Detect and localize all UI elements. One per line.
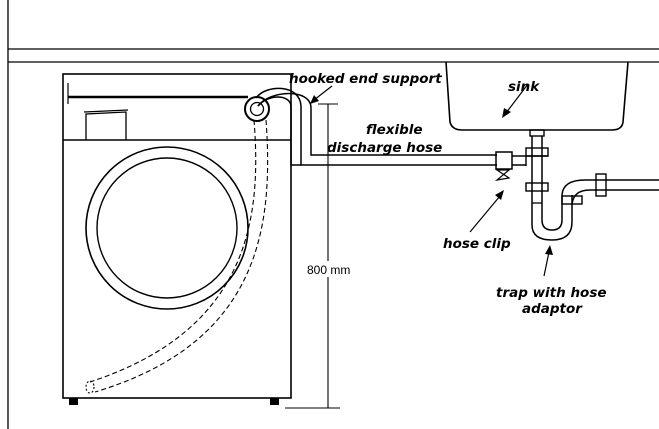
sink-drain-trap bbox=[525, 129, 659, 241]
leader-arrows bbox=[310, 83, 553, 277]
label-sink: sink bbox=[508, 79, 540, 95]
height-dimension: 800 mm bbox=[285, 103, 359, 409]
hose-clip-part bbox=[494, 151, 526, 181]
machine-foot-right bbox=[270, 398, 279, 405]
label-trap-line2: adaptor bbox=[522, 301, 583, 317]
washing-machine bbox=[62, 73, 292, 405]
label-flexible: flexible bbox=[366, 122, 423, 138]
sink bbox=[445, 61, 629, 131]
machine-foot-left bbox=[69, 398, 78, 405]
label-hose-clip: hose clip bbox=[443, 236, 511, 252]
porthole-door bbox=[85, 146, 249, 310]
label-trap-line1: trap with hose bbox=[496, 285, 607, 301]
height-dimension-label: 800 mm bbox=[307, 263, 350, 277]
wall-lines bbox=[7, 0, 659, 429]
label-discharge-hose: discharge hose bbox=[327, 140, 442, 156]
internal-hose-dashed bbox=[85, 119, 269, 394]
flexible-discharge-hose bbox=[255, 87, 497, 166]
label-hooked-end-support: hooked end support bbox=[289, 71, 442, 87]
